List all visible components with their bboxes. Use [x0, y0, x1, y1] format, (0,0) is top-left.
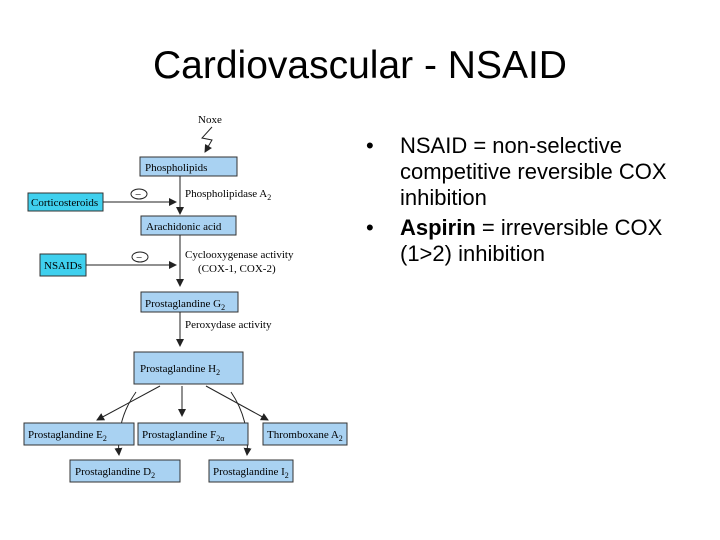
- inhibit-symbol-icon: [131, 251, 149, 263]
- corticosteroids-label: Corticosteroids: [31, 197, 98, 209]
- peroxydase-label: Peroxydase activity: [185, 319, 272, 331]
- arrow-to-pge2: [96, 385, 161, 421]
- noxe-label: Noxe: [198, 114, 222, 126]
- arachidonic-acid-label: Arachidonic acid: [146, 221, 222, 233]
- inhibit-symbol-icon: [130, 188, 148, 200]
- prostaglandine-h2-label: Prostaglandine H2: [140, 363, 220, 377]
- svg-text:−: −: [135, 189, 141, 201]
- bullet-list: •NSAID = non-selective competitive rever…: [362, 133, 702, 271]
- slide-title: Cardiovascular - NSAID: [153, 44, 567, 87]
- arrow-to-pgd2: [114, 391, 137, 456]
- noxe-lightning-arrow: [201, 126, 213, 153]
- thromboxane-a2-label: Thromboxane A2: [267, 429, 343, 443]
- prostaglandine-g2-label: Prostaglandine G2: [145, 298, 225, 312]
- phospholipids-label: Phospholipids: [145, 162, 207, 174]
- bullet-nsaid: •NSAID = non-selective competitive rever…: [366, 133, 667, 210]
- bullet-dot-icon: •: [366, 215, 374, 240]
- nsaids-label: NSAIDs: [44, 260, 82, 272]
- bullet-aspirin: •Aspirin = irreversible COX (1>2) inhibi…: [366, 215, 663, 266]
- prostaglandin-pathway-diagram: Noxe Phospholipids Phospholipidase A2 Co…: [23, 114, 348, 483]
- arrow-to-pgi2: [230, 391, 252, 456]
- prostaglandine-i2-label: Prostaglandine I2: [213, 466, 289, 480]
- phospholipids-box: [139, 156, 238, 177]
- svg-text:−: −: [136, 252, 142, 264]
- prostaglandine-e2-box: [23, 422, 135, 446]
- thromboxane-a2-box: [262, 422, 348, 446]
- prostaglandine-f2a-label: Prostaglandine F2α: [142, 429, 225, 443]
- prostaglandine-i2-box: [208, 459, 294, 483]
- prostaglandine-g2-box: [140, 291, 239, 313]
- bullet-dot-icon: •: [366, 133, 374, 158]
- aspirin-label: Aspirin: [400, 215, 476, 240]
- arachidonic-acid-box: [140, 215, 237, 236]
- phospholipase-label: Phospholipidase A2: [185, 188, 271, 202]
- prostaglandine-f2a-box: [137, 422, 249, 446]
- prostaglandine-d2-label: Prostaglandine D2: [75, 466, 155, 480]
- prostaglandine-e2-label: Prostaglandine E2: [28, 429, 107, 443]
- cox-activity-label: Cyclooxygenase activity: [185, 249, 294, 261]
- prostaglandine-d2-box: [69, 459, 181, 483]
- prostaglandine-h2-box: [133, 351, 244, 385]
- cox-types-label: (COX-1, COX-2): [198, 263, 276, 275]
